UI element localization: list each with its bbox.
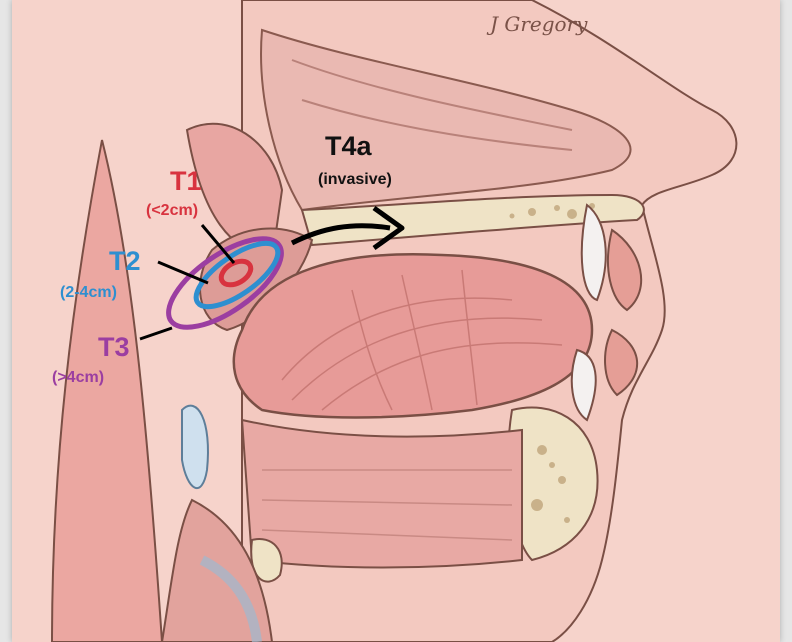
t4a-stage-label: T4a	[325, 133, 372, 160]
t2-stage-label: T2	[109, 248, 141, 275]
illustration-frame: J Gregory T4a (invasive) T1 (<2cm) T2 (2…	[12, 0, 780, 642]
t1-stage-label: T1	[170, 168, 202, 195]
t4a-size-label: (invasive)	[318, 172, 392, 188]
t3-size-label: (>4cm)	[52, 370, 104, 386]
sagittal-head-illustration	[12, 0, 780, 642]
t2-size-label: (2-4cm)	[60, 285, 117, 301]
epiglottis	[182, 406, 208, 488]
artist-signature: J Gregory	[490, 12, 587, 36]
floor-of-mouth	[242, 420, 522, 568]
t3-stage-label: T3	[98, 334, 130, 361]
tongue	[234, 254, 592, 417]
t1-size-label: (<2cm)	[146, 203, 198, 219]
